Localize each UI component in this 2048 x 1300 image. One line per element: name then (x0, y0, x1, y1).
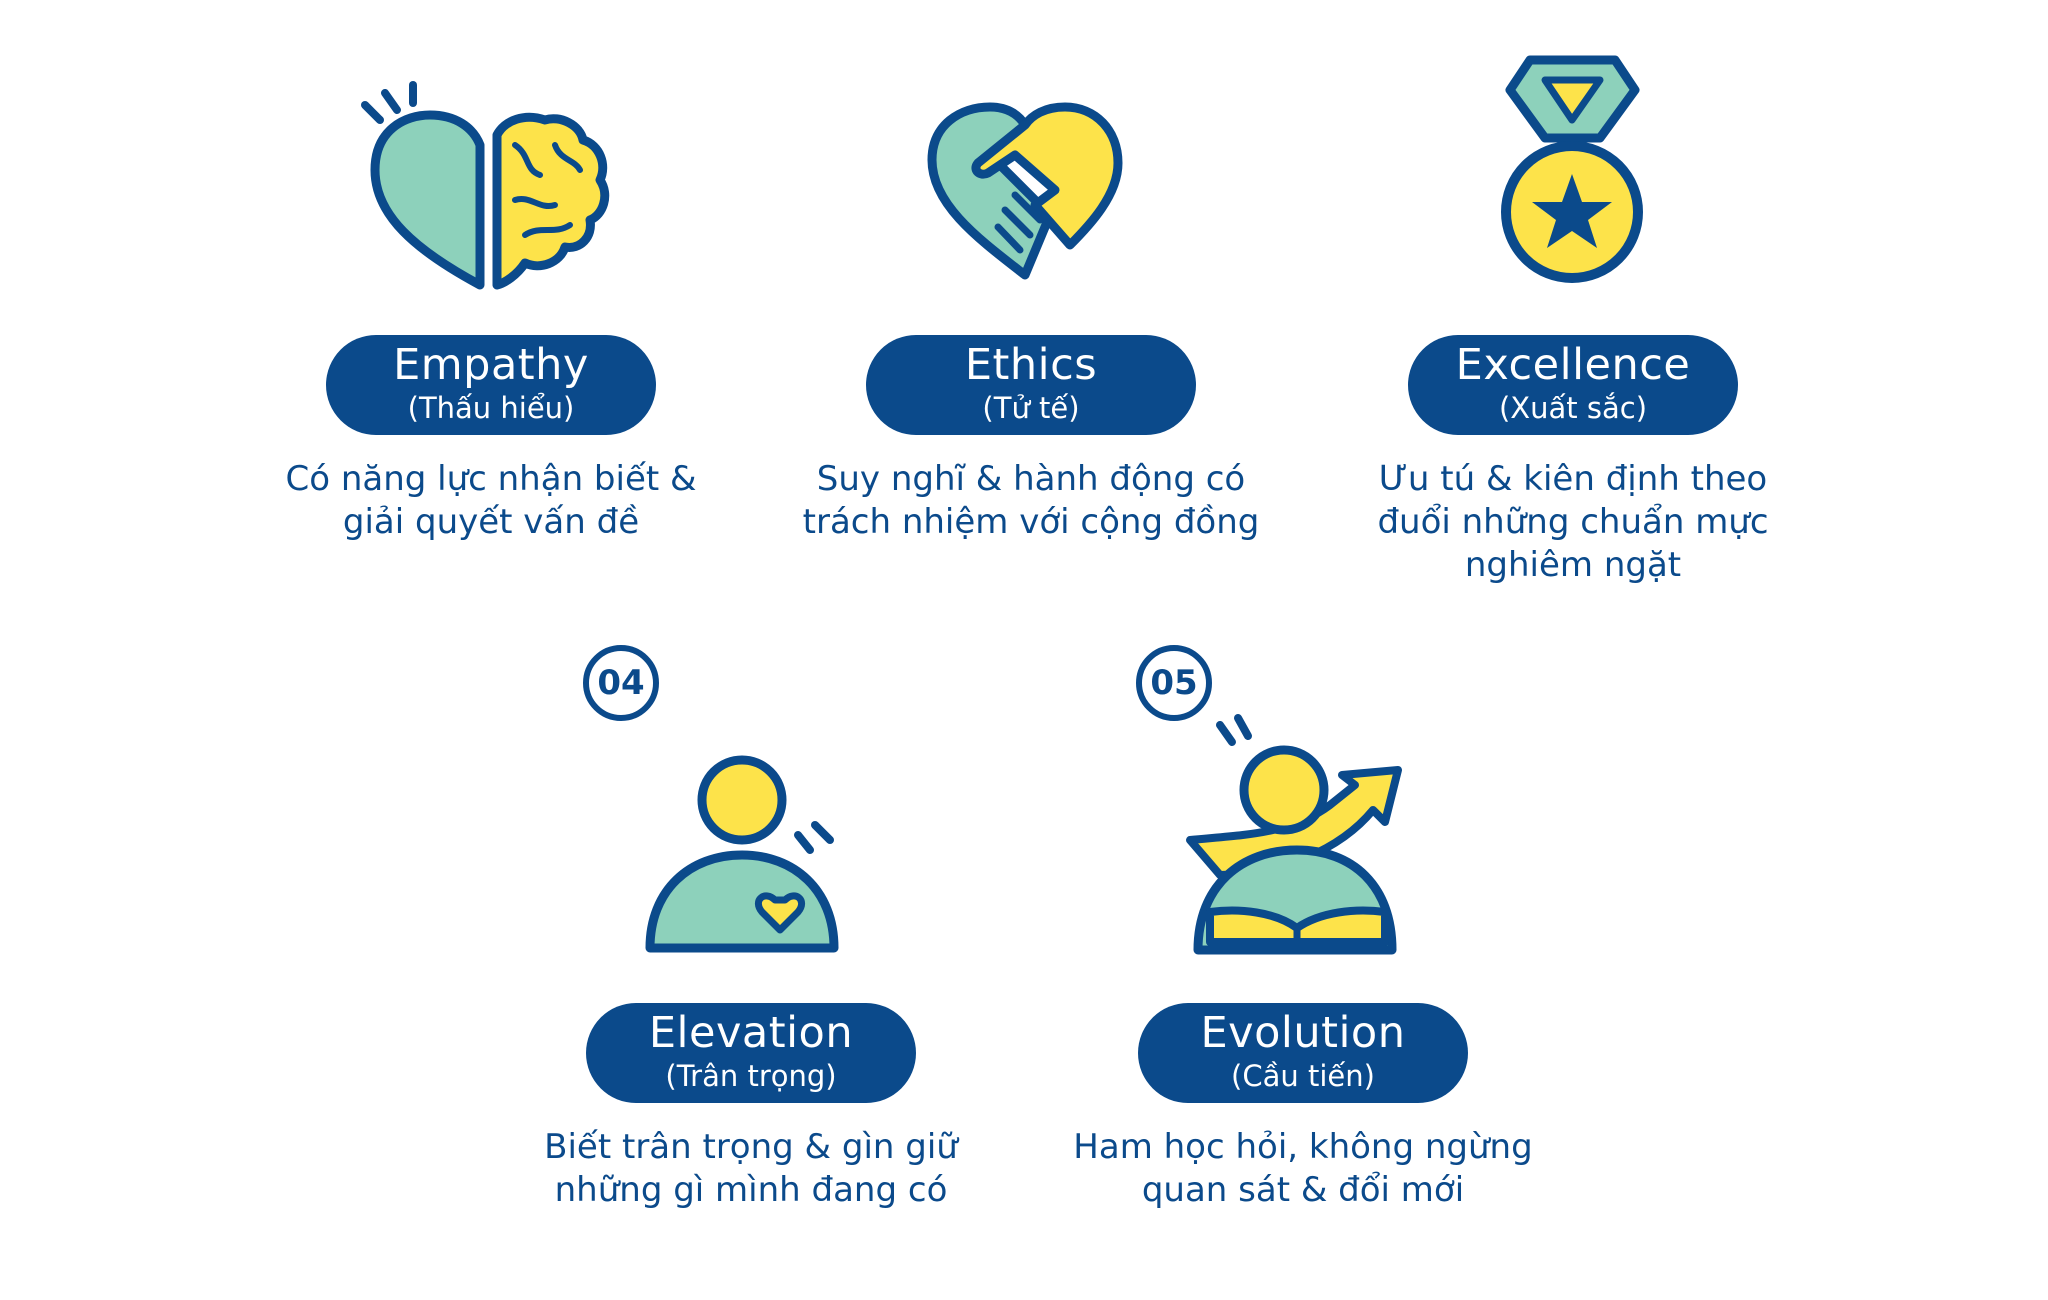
medal-icon (1501, 55, 1643, 283)
value-subtitle: (Thấu hiểu) (407, 391, 575, 425)
value-subtitle: (Tử tế) (982, 391, 1080, 425)
value-title: Empathy (393, 340, 589, 390)
description-line: Có năng lực nhận biết & (285, 459, 697, 499)
value-title: Evolution (1200, 1008, 1406, 1058)
value-title: Elevation (648, 1008, 854, 1058)
description-line: quan sát & đổi mới (1141, 1170, 1465, 1210)
value-title: Excellence (1455, 340, 1691, 390)
person-growth-book-icon (1186, 714, 1402, 955)
value-description: Biết trân trọng & gìn giữ những gì mình … (471, 1126, 1031, 1212)
description-line: những gì mình đang có (554, 1170, 948, 1210)
value-title-pill: Ethics (Tử tế) (866, 335, 1196, 435)
description-line: đuổi những chuẩn mực (1377, 502, 1769, 542)
description-line: Ham học hỏi, không ngừng (1073, 1127, 1533, 1167)
value-title: Ethics (964, 340, 1098, 390)
handshake-heart-icon (927, 102, 1123, 280)
description-line: Biết trân trọng & gìn giữ (544, 1127, 958, 1167)
description-line: giải quyết vấn đề (342, 502, 640, 542)
value-description: Có năng lực nhận biết & giải quyết vấn đ… (211, 458, 771, 544)
value-number-badge: 04 (583, 645, 659, 721)
value-subtitle: (Trân trọng) (665, 1059, 837, 1093)
description-line: Ưu tú & kiên định theo (1378, 459, 1768, 499)
value-subtitle: (Cầu tiến) (1231, 1059, 1375, 1093)
description-line: trách nhiệm với cộng đồng (802, 502, 1260, 542)
value-description: Ham học hỏi, không ngừng quan sát & đổi … (1023, 1126, 1583, 1212)
value-title-pill: Evolution (Cầu tiến) (1138, 1003, 1468, 1103)
value-title-pill: Excellence (Xuất sắc) (1408, 335, 1738, 435)
heart-brain-icon (361, 81, 610, 290)
person-heart-icon (645, 755, 839, 953)
value-description: Ưu tú & kiên định theo đuổi những chuẩn … (1293, 458, 1853, 587)
description-line: nghiêm ngặt (1464, 545, 1682, 585)
value-description: Suy nghĩ & hành động có trách nhiệm với … (751, 458, 1311, 544)
value-title-pill: Elevation (Trân trọng) (586, 1003, 916, 1103)
value-title-pill: Empathy (Thấu hiểu) (326, 335, 656, 435)
description-line: Suy nghĩ & hành động có (816, 459, 1246, 499)
value-number-badge: 05 (1136, 645, 1212, 721)
value-subtitle: (Xuất sắc) (1498, 391, 1648, 425)
